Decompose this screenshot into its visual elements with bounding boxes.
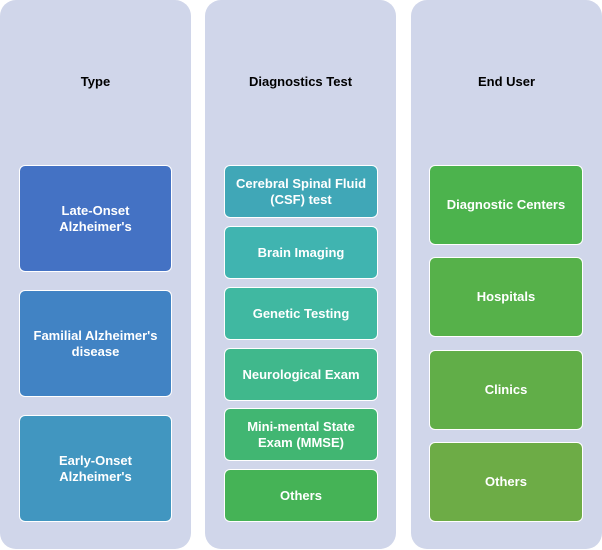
box-genetic-testing: Genetic Testing xyxy=(224,287,378,340)
box-hospitals: Hospitals xyxy=(429,257,583,337)
box-neurological-exam: Neurological Exam xyxy=(224,348,378,401)
column-title-end-user: End User xyxy=(477,74,536,89)
column-title-diagnostics-test: Diagnostics Test xyxy=(248,74,353,89)
column-type: Type Late-Onset Alzheimer's Familial Alz… xyxy=(0,0,191,549)
box-others-end-user: Others xyxy=(429,442,583,522)
box-late-onset: Late-Onset Alzheimer's xyxy=(19,165,172,272)
box-clinics: Clinics xyxy=(429,350,583,430)
box-csf-test: Cerebral Spinal Fluid (CSF) test xyxy=(224,165,378,218)
box-brain-imaging: Brain Imaging xyxy=(224,226,378,279)
column-diagnostics-test: Diagnostics Test Cerebral Spinal Fluid (… xyxy=(205,0,396,549)
box-early-onset: Early-Onset Alzheimer's xyxy=(19,415,172,522)
box-others-diagnostics: Others xyxy=(224,469,378,522)
column-title-type: Type xyxy=(80,74,111,89)
box-mmse: Mini-mental State Exam (MMSE) xyxy=(224,408,378,461)
box-familial: Familial Alzheimer's disease xyxy=(19,290,172,397)
column-end-user: End User Diagnostic Centers Hospitals Cl… xyxy=(411,0,602,549)
box-diagnostic-centers: Diagnostic Centers xyxy=(429,165,583,245)
